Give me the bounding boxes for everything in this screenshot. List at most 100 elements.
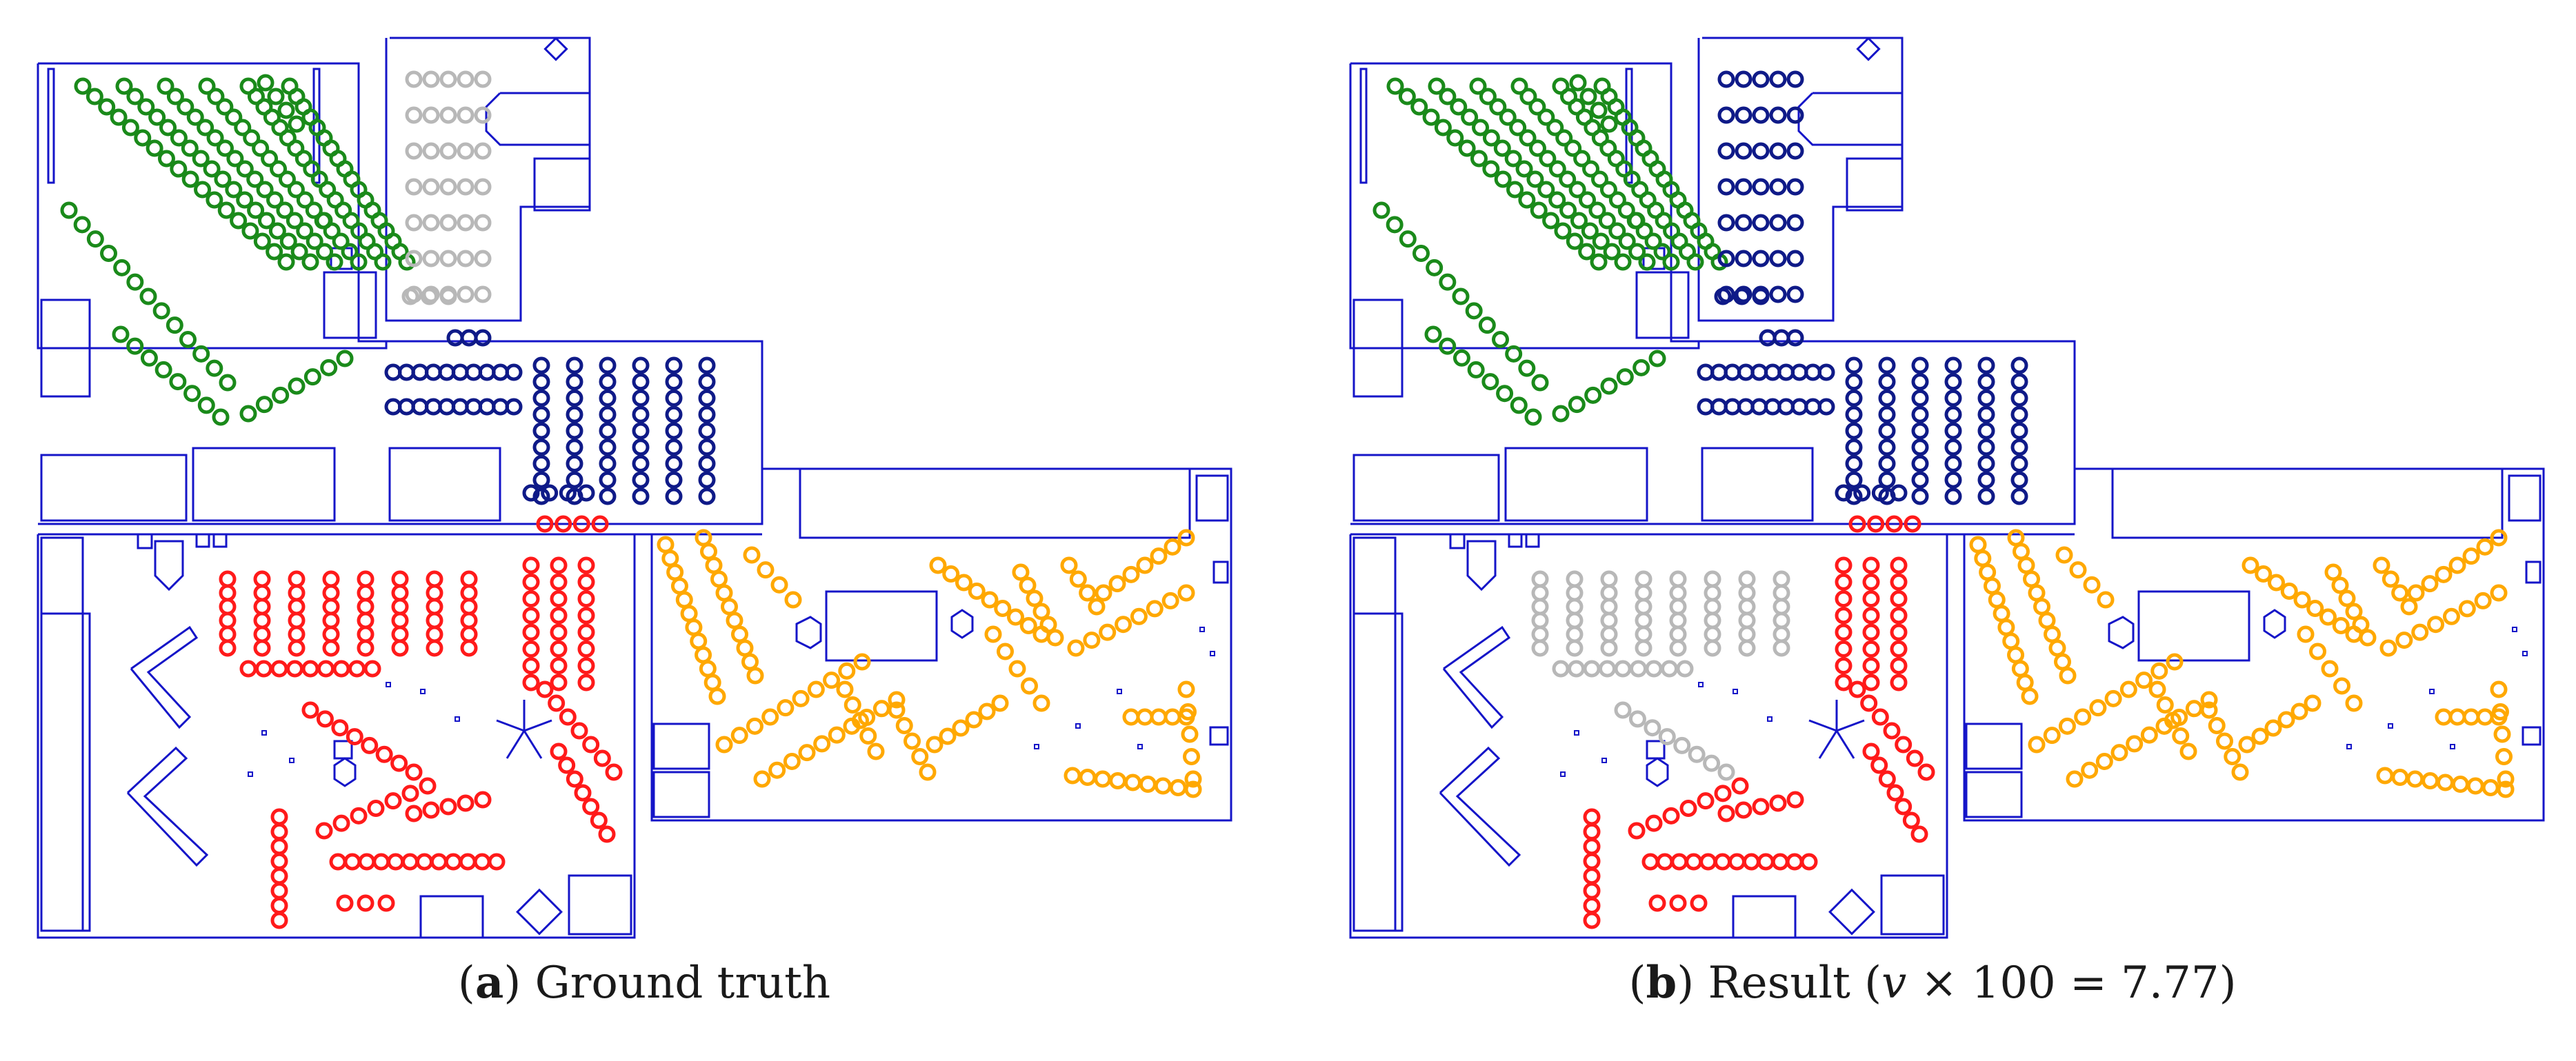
floor-marker <box>386 682 391 687</box>
seat-marker <box>474 250 492 267</box>
seat-marker <box>326 253 343 271</box>
seat-marker <box>1519 129 1537 147</box>
seat-marker <box>363 660 381 678</box>
seat-marker <box>2338 589 2356 607</box>
seat-marker <box>419 777 437 795</box>
seat-marker <box>2474 592 2492 609</box>
seat-marker <box>1591 129 1609 147</box>
seat-marker <box>73 216 91 234</box>
seat-marker <box>1012 563 1030 581</box>
seat-marker <box>1867 515 1885 533</box>
seat-marker <box>439 250 457 267</box>
seat-marker <box>1714 853 1732 871</box>
cabinet-left-b <box>1352 347 1404 398</box>
seat-marker <box>550 607 568 625</box>
seat-marker <box>1422 108 1440 126</box>
seat-marker <box>1742 853 1760 871</box>
panel-result <box>1349 37 2545 939</box>
seat-marker <box>566 373 583 391</box>
seat-marker <box>1835 573 1853 591</box>
wall-top-mid-room <box>1697 37 1904 322</box>
seat-marker <box>239 660 257 678</box>
seat-marker <box>1714 785 1732 802</box>
seat-marker <box>1019 617 1037 634</box>
seat-marker <box>332 660 350 678</box>
seat-marker <box>1628 212 1646 230</box>
seat-marker <box>1890 556 1908 574</box>
seat-marker <box>1583 822 1601 840</box>
floor-marker <box>455 716 460 722</box>
octagon-pillar <box>333 757 357 787</box>
cabinet-left <box>40 299 91 350</box>
seat-marker <box>1614 701 1632 719</box>
seat-marker <box>1835 590 1853 608</box>
seat-marker <box>2216 732 2233 750</box>
seat-marker <box>1773 570 1790 588</box>
seat-marker <box>401 853 419 871</box>
seat-marker <box>350 807 368 825</box>
seat-marker <box>685 618 703 636</box>
seat-marker <box>460 598 478 616</box>
seat-marker <box>60 201 78 219</box>
seat-marker <box>978 703 996 720</box>
seat-marker <box>1452 349 1470 367</box>
caption-result: (b) Result (v × 100 = 7.77) <box>1628 957 2237 1009</box>
seat-marker <box>726 612 743 629</box>
seat-marker <box>1969 536 1987 554</box>
seat-marker <box>415 853 433 871</box>
seat-marker <box>2059 667 2077 685</box>
right-corner-box <box>1195 474 1229 522</box>
seat-marker <box>2028 736 2046 754</box>
seat-marker <box>276 201 294 219</box>
seat-marker <box>2435 708 2453 726</box>
floor-marker <box>1574 730 1579 736</box>
seat-marker <box>239 77 257 95</box>
seat-marker <box>632 438 650 456</box>
seat-marker <box>1752 142 1770 160</box>
seat-marker <box>2150 662 2168 680</box>
seat-marker <box>391 598 409 616</box>
seat-marker <box>1786 853 1804 871</box>
seat-marker <box>2048 639 2066 657</box>
seat-marker <box>1618 232 1636 250</box>
right-room-small-box <box>1209 726 1229 746</box>
seat-marker <box>1083 631 1101 649</box>
door-tab-c <box>212 533 228 548</box>
seat-marker <box>1146 600 1164 618</box>
caption-b-title: Result <box>1708 958 1850 1009</box>
seat-marker <box>1686 253 1704 271</box>
seat-marker <box>170 129 188 147</box>
seat-marker <box>183 385 201 403</box>
seat-marker <box>212 408 230 426</box>
seat-marker <box>2200 701 2218 719</box>
seat-marker <box>566 405 583 423</box>
seat-marker <box>287 139 305 157</box>
seat-marker <box>1663 222 1681 240</box>
seat-marker <box>261 150 279 168</box>
seat-marker <box>1635 639 1653 657</box>
seat-marker <box>632 390 650 407</box>
seat-marker <box>488 853 506 871</box>
seat-marker <box>2359 629 2377 647</box>
seat-marker <box>288 377 306 395</box>
seat-marker <box>1704 625 1721 643</box>
seat-marker <box>1773 625 1790 643</box>
seat-marker <box>266 243 283 261</box>
seat-marker <box>632 471 650 489</box>
seat-marker <box>2352 616 2370 634</box>
seat-marker <box>1412 245 1430 262</box>
seat-marker <box>1579 191 1597 209</box>
seat-marker <box>2097 591 2115 609</box>
seat-marker <box>1439 337 1457 355</box>
seat-marker <box>1769 142 1787 160</box>
seat-marker <box>698 487 716 505</box>
seat-marker <box>377 894 395 912</box>
seat-marker <box>1139 776 1157 793</box>
seat-marker <box>1122 708 1140 726</box>
seat-marker <box>1679 243 1697 261</box>
seat-marker <box>405 142 423 160</box>
seat-marker <box>1552 77 1570 95</box>
seat-marker <box>170 160 188 178</box>
seat-marker <box>665 471 683 489</box>
seat-marker <box>1600 377 1618 395</box>
